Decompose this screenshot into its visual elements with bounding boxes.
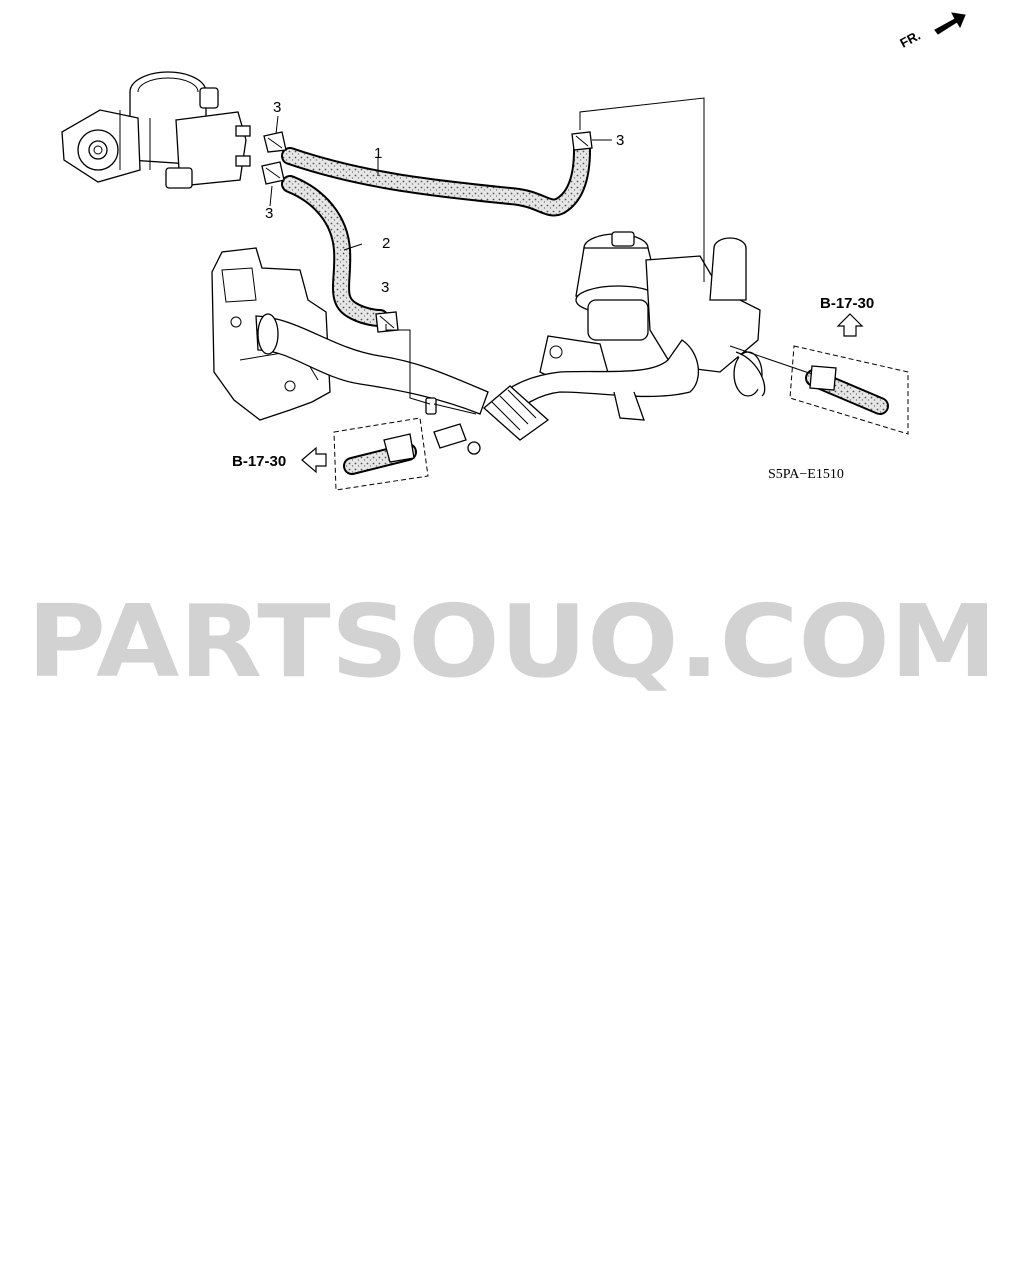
diagram-code: S5PA−E1510	[768, 467, 844, 482]
egr-valve-assembly	[483, 231, 766, 441]
reference-left: B-17-30	[232, 446, 327, 474]
hose-clamp-detail-right	[809, 365, 837, 391]
hose-clamp-a	[263, 131, 287, 153]
hollow-arrow-left-icon	[301, 446, 327, 474]
reference-label-left: B-17-30	[232, 453, 286, 470]
leader-lines	[269, 97, 813, 415]
callout-hose-1: 1	[374, 145, 382, 162]
water-bypass-hose-2	[281, 175, 389, 327]
callout-clamp-c: 3	[616, 132, 624, 149]
callout-hose-2: 2	[382, 235, 390, 252]
hollow-arrow-up-icon	[836, 313, 864, 337]
pipe-fitting	[425, 397, 481, 455]
hose-clamp-b	[261, 161, 285, 185]
detail-box-left	[333, 417, 429, 491]
hose-clamp-d	[375, 311, 399, 333]
arrow-right-icon	[934, 12, 966, 35]
water-bypass-hose-1	[281, 141, 591, 217]
front-direction-indicator: FR.	[897, 12, 966, 51]
reference-right: B-17-30	[820, 295, 874, 337]
watermark: PARTSOUQ.COM	[27, 583, 997, 700]
throttle-body	[61, 71, 251, 189]
engine-block	[211, 247, 489, 421]
hose-clamp-detail-left	[383, 433, 415, 463]
callout-clamp-a: 3	[273, 99, 281, 116]
hose-clamp-c	[571, 131, 593, 151]
front-label: FR.	[897, 28, 923, 51]
callout-clamp-b: 3	[265, 205, 273, 222]
callout-clamp-d: 3	[381, 279, 389, 296]
reference-label-right: B-17-30	[820, 295, 874, 312]
detail-box-right	[789, 345, 909, 435]
